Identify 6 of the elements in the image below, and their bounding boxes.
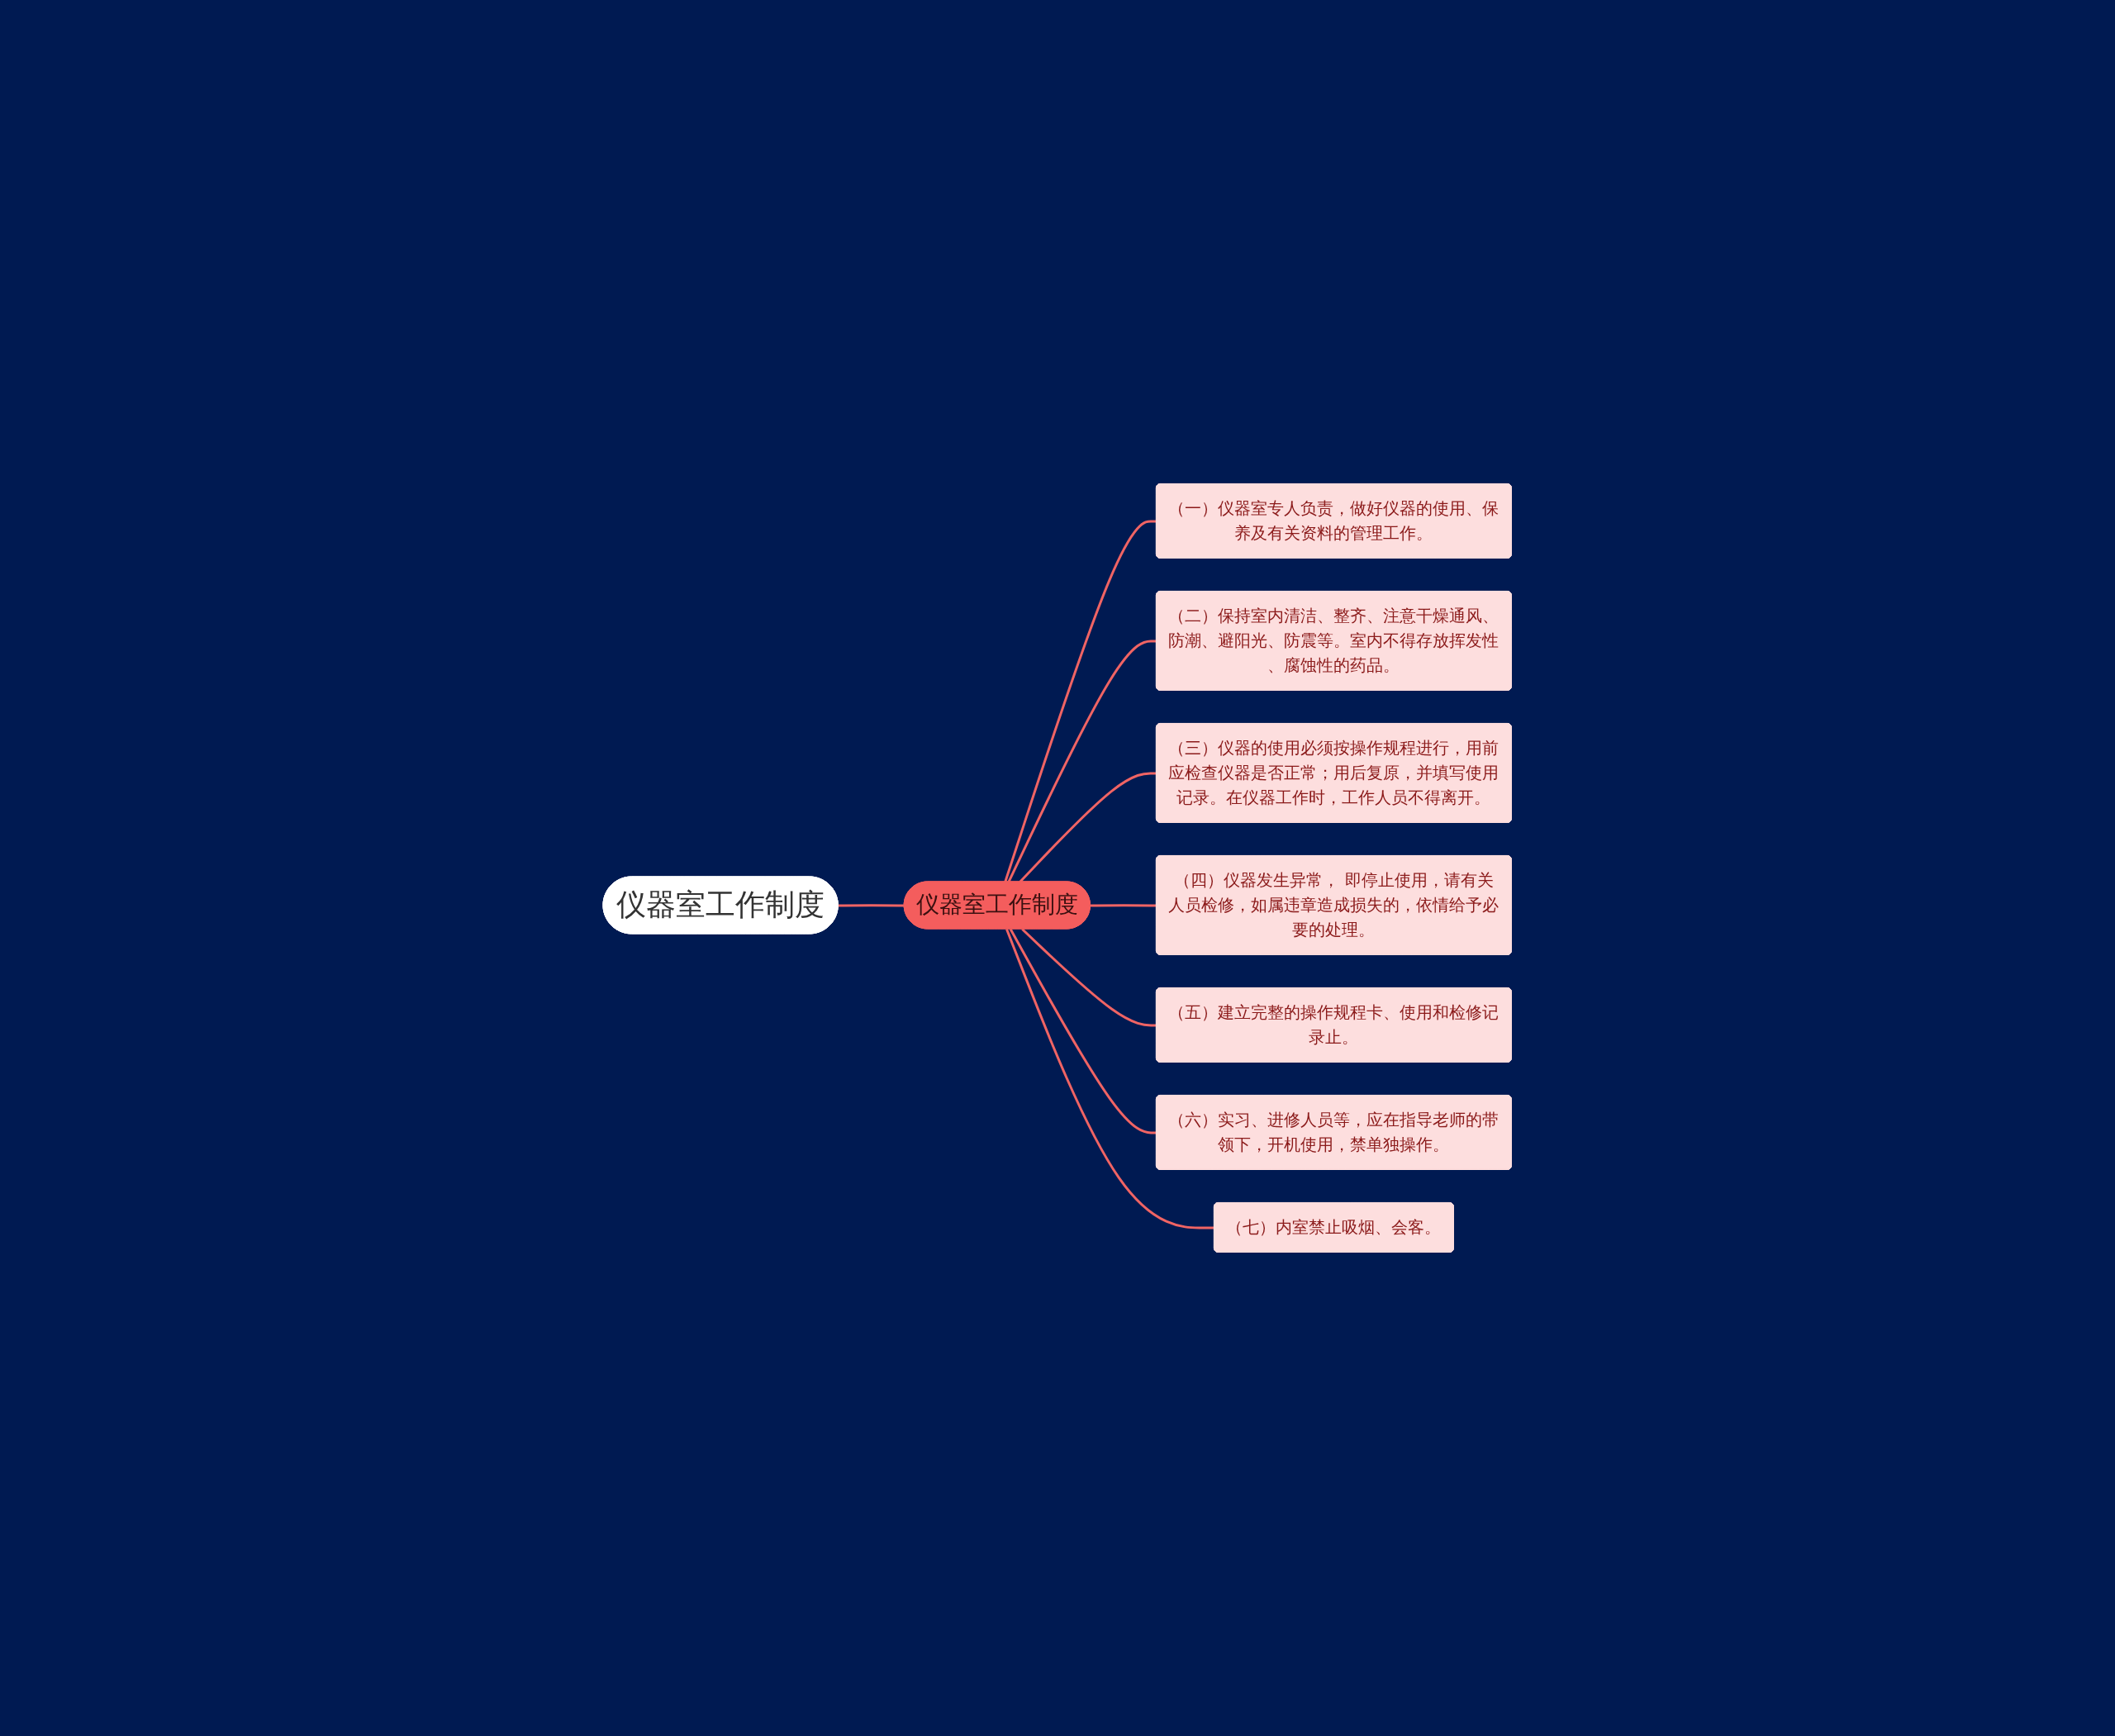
connector	[1004, 520, 1157, 882]
connector	[1091, 904, 1157, 907]
connector	[1010, 928, 1157, 1134]
connector	[1005, 928, 1215, 1229]
connector	[838, 904, 905, 907]
connector	[1021, 928, 1157, 1027]
